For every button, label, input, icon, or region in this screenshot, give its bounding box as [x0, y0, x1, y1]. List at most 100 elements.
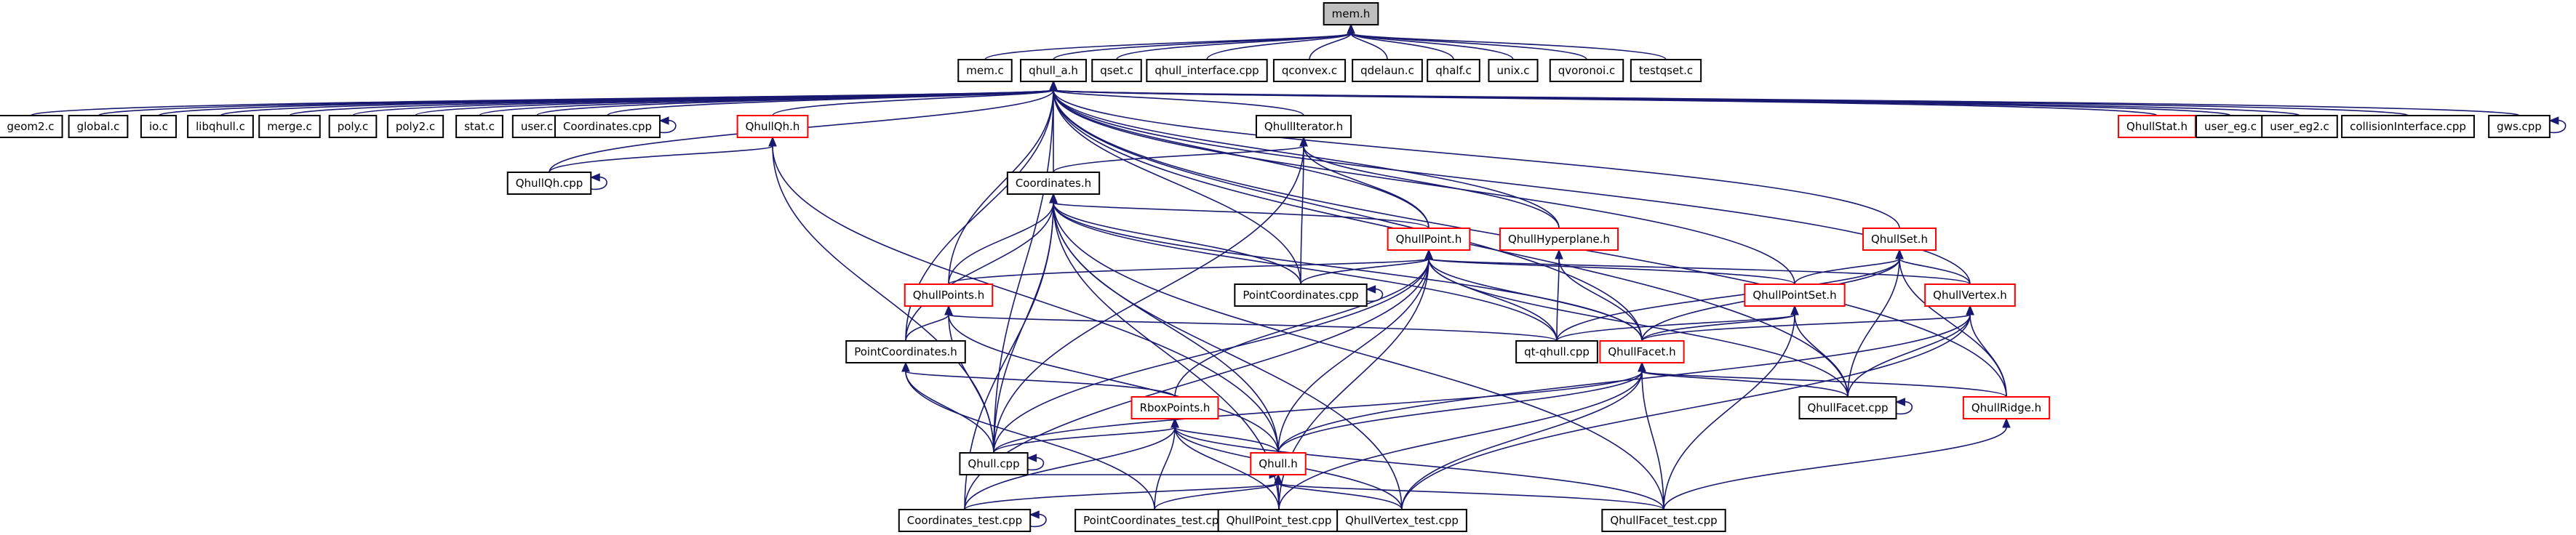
node-qhull-a-h[interactable]: qhull_a.h: [1020, 59, 1087, 82]
node-qhullfacet-test-cpp[interactable]: QhullFacet_test.cpp: [1601, 509, 1726, 532]
node-merge-c[interactable]: merge.c: [258, 115, 321, 138]
node-box: [959, 452, 1029, 475]
node-qhalf-c[interactable]: qhalf.c: [1427, 59, 1480, 82]
edge-mem-c-to-mem-h: [984, 23, 1355, 60]
edge-line: [1556, 314, 1795, 342]
node-label: QhullSet.h: [1871, 233, 1928, 246]
node-unix-c[interactable]: unix.c: [1488, 59, 1539, 82]
edge-line: [1350, 33, 1388, 60]
node-qhullpoints-h[interactable]: QhullPoints.h: [904, 283, 994, 307]
edge-qhullset-h-to-qhull-a-h: [1049, 80, 1900, 229]
node-box: [1020, 59, 1087, 82]
edge-line: [905, 371, 1176, 398]
node-qhullpoint-test-cpp[interactable]: QhullPoint_test.cpp: [1217, 509, 1341, 532]
node-qhullstat-h[interactable]: QhullStat.h: [2118, 115, 2196, 138]
node-libqhull-c[interactable]: libqhull.c: [187, 115, 254, 138]
edge-line: [1206, 33, 1352, 60]
edge-gws-cpp-to-gws-cpp: [2548, 116, 2567, 134]
edge-line: [948, 314, 1279, 454]
edge-line: [1428, 258, 1849, 398]
node-qhullpoint-h[interactable]: QhullPoint.h: [1387, 228, 1471, 251]
edge-qhullpoint-h-to-qhulliterator-h: [1299, 136, 1429, 229]
edge-line: [1969, 314, 2007, 398]
edge-line: [1303, 145, 1560, 229]
node-qhullhyperplane-h[interactable]: QhullHyperplane.h: [1499, 228, 1619, 251]
node-user-c[interactable]: user.c: [511, 115, 562, 138]
node-mem-c[interactable]: mem.c: [957, 59, 1013, 82]
node-qhullfacet-h[interactable]: QhullFacet.h: [1599, 340, 1685, 363]
node-label: qhull_a.h: [1029, 64, 1078, 78]
edge-qhull-cpp-to-qhullpoint-h: [993, 249, 1433, 454]
node-poly2-c[interactable]: poly2.c: [386, 115, 444, 138]
node-label: qconvex.c: [1282, 64, 1337, 77]
node-pointcoordinates-h[interactable]: PointCoordinates.h: [845, 340, 966, 363]
node-collisioninterface-cpp[interactable]: collisionInterface.cpp: [2341, 115, 2475, 138]
node-global-c[interactable]: global.c: [68, 115, 129, 138]
edge-testqset-c-to-mem-h: [1347, 23, 1667, 60]
arrowhead: [1049, 193, 1058, 204]
node-testqset-c[interactable]: testqset.c: [1630, 59, 1702, 82]
edge-line: [1053, 89, 1795, 285]
node-qt-qhull-cpp[interactable]: qt-qhull.cpp: [1515, 340, 1598, 363]
node-io-c[interactable]: io.c: [140, 115, 178, 138]
node-qhullqh-h[interactable]: QhullQh.h: [736, 115, 809, 138]
node-user-eg-c[interactable]: user_eg.c: [2196, 115, 2265, 138]
arrowhead: [1299, 136, 1308, 147]
node-box: [1146, 59, 1268, 82]
edge-qhull-h-to-qhullqh-h: [768, 136, 1279, 454]
node-label: PointCoordinates_test.cpp: [1083, 514, 1226, 528]
node-label: unix.c: [1496, 64, 1529, 77]
node-user-eg2-c[interactable]: user_eg2.c: [2261, 115, 2338, 138]
node-qvoronoi-c[interactable]: qvoronoi.c: [1549, 59, 1624, 82]
node-coordinates-test-cpp[interactable]: Coordinates_test.cpp: [898, 509, 1032, 532]
node-box: [1599, 340, 1685, 363]
edge-line: [1053, 145, 1304, 173]
node-qhullvertex-test-cpp[interactable]: QhullVertex_test.cpp: [1336, 509, 1467, 532]
node-stat-c[interactable]: stat.c: [455, 115, 503, 138]
node-mem-h[interactable]: mem.h: [1323, 2, 1379, 25]
arrowhead: [1895, 398, 1906, 406]
node-pointcoordinates-test-cpp[interactable]: PointCoordinates_test.cpp: [1074, 509, 1235, 532]
node-box: [904, 283, 994, 307]
node-geom2-c[interactable]: geom2.c: [0, 115, 63, 138]
node-qhullset-h[interactable]: QhullSet.h: [1862, 228, 1937, 251]
node-qhullvertex-h[interactable]: QhullVertex.h: [1924, 283, 2016, 307]
node-label: QhullHyperplane.h: [1508, 233, 1610, 246]
node-coordinates-h[interactable]: Coordinates.h: [1006, 172, 1101, 195]
node-box: [1744, 283, 1846, 307]
node-box: [1630, 59, 1702, 82]
node-poly-c[interactable]: poly.c: [328, 115, 378, 138]
node-qhull-h[interactable]: Qhull.h: [1250, 452, 1307, 475]
node-qhullqh-cpp[interactable]: QhullQh.cpp: [506, 172, 592, 195]
node-qconvex-c[interactable]: qconvex.c: [1272, 59, 1347, 82]
node-qhull-interface-cpp[interactable]: qhull_interface.cpp: [1146, 59, 1268, 82]
node-gws-cpp[interactable]: gws.cpp: [2488, 115, 2551, 138]
node-qhullfacet-cpp[interactable]: QhullFacet.cpp: [1798, 396, 1897, 419]
edge-pointcoordinates-h-to-qhullpoints-h: [905, 305, 953, 342]
edge-line: [1428, 258, 1643, 342]
node-box: [1255, 115, 1352, 138]
edge-line: [1053, 89, 1560, 229]
node-pointcoordinates-cpp[interactable]: PointCoordinates.cpp: [1234, 283, 1368, 307]
node-qhullridge-h[interactable]: QhullRidge.h: [1962, 396, 2051, 419]
node-label: QhullVertex_test.cpp: [1345, 514, 1459, 528]
edge-line: [993, 427, 1176, 454]
node-box: [1515, 340, 1598, 363]
node-label: Coordinates.cpp: [563, 120, 652, 133]
edge-line: [1300, 258, 1429, 285]
node-qhulliterator-h[interactable]: QhullIterator.h: [1255, 115, 1352, 138]
edge-line: [1556, 258, 1900, 342]
node-label: poly2.c: [396, 120, 435, 133]
edge-qt-qhull-cpp-to-qhullset-h: [1556, 249, 1904, 342]
edge-pointcoordinates-test-cpp-to-rboxpoints-h: [1154, 417, 1179, 510]
node-qset-c[interactable]: qset.c: [1091, 59, 1142, 82]
edge-qhull-h-to-qhullpoints-h: [944, 305, 1279, 454]
node-qhull-cpp[interactable]: Qhull.cpp: [959, 452, 1029, 475]
node-qhullpointset-h[interactable]: QhullPointSet.h: [1744, 283, 1846, 307]
node-qdelaun-c[interactable]: qdelaun.c: [1352, 59, 1423, 82]
edge-line: [772, 145, 1279, 454]
node-label: qhalf.c: [1435, 64, 1472, 77]
node-rboxpoints-h[interactable]: RboxPoints.h: [1131, 396, 1219, 419]
node-coordinates-cpp[interactable]: Coordinates.cpp: [554, 115, 661, 138]
edge-pointcoordinates-test-cpp-to-qhull-h: [1154, 473, 1283, 510]
